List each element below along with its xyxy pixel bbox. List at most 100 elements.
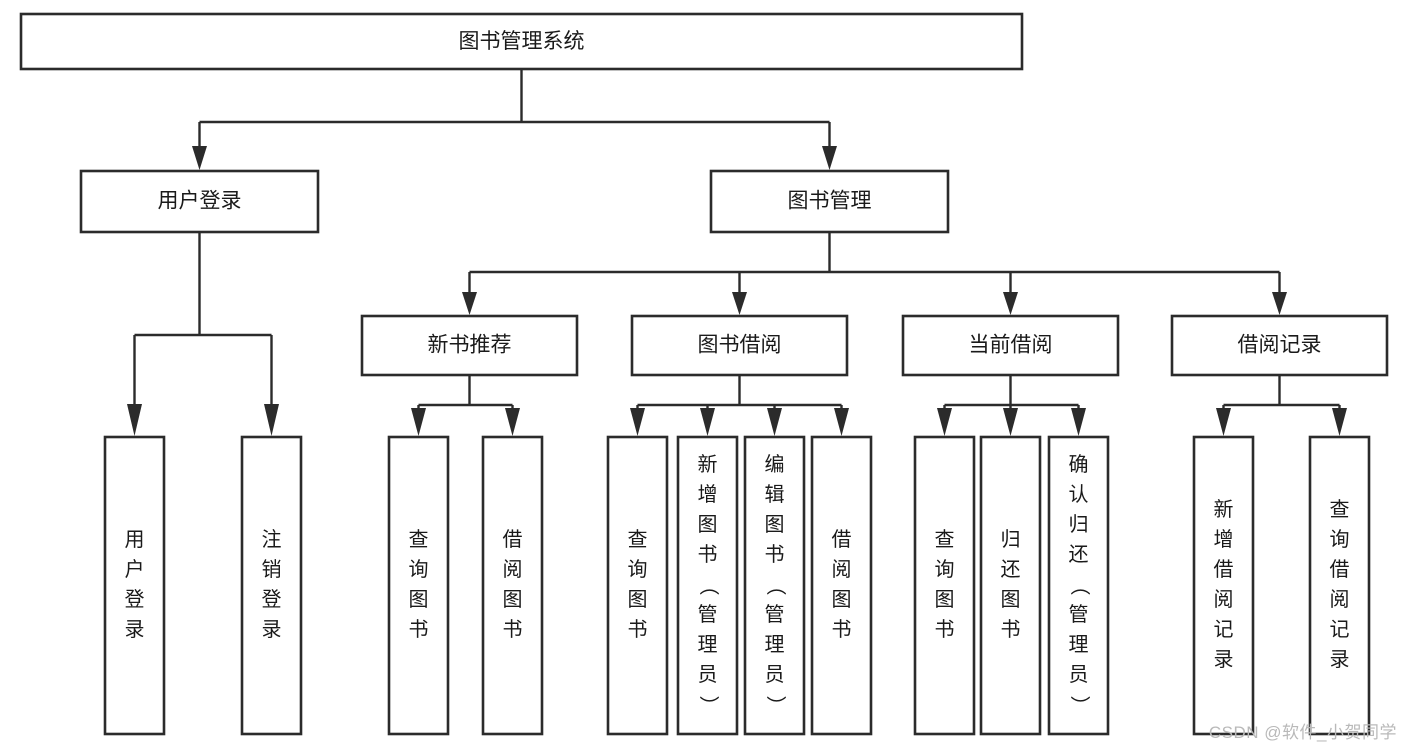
leaf-char: 增 (1214, 528, 1234, 551)
arrow-br-leaf-1 (1216, 408, 1231, 436)
node-leaf-query-book-3[interactable] (913, 435, 976, 736)
node-book-borrow[interactable]: 图书借阅 (630, 314, 849, 377)
leaf-char: 登 (262, 588, 282, 611)
leaf-char: 还 (1069, 543, 1089, 566)
leaf-char: 新 (1214, 498, 1234, 521)
node-leaf-add-record[interactable] (1192, 435, 1255, 736)
leaf-char: 户 (125, 558, 145, 581)
node-leaf-edit-book-box[interactable] (743, 435, 806, 736)
node-leaf-edit-book[interactable] (743, 435, 806, 736)
node-leaf-confirm-return[interactable] (1047, 435, 1110, 736)
csdn-watermark: CSDN @软件_小贺同学 (1208, 723, 1397, 742)
leaf-char: 书 (765, 543, 785, 566)
leaf-char: 书 (628, 618, 648, 641)
arrow-bb-leaf-2 (700, 408, 715, 436)
node-user-login-box[interactable] (79, 169, 320, 234)
arrow-bm-to-new-book-recommend (462, 292, 477, 315)
leaf-char: 查 (628, 528, 648, 551)
node-leaf-add-book-box[interactable] (676, 435, 739, 736)
leaf-char: 查 (1330, 498, 1350, 521)
arrow-bm-to-borrow-record (1272, 292, 1287, 315)
leaf-char: 图 (503, 589, 523, 611)
node-leaf-add-book[interactable] (676, 435, 739, 736)
leaf-char: 记 (1214, 618, 1234, 641)
node-root[interactable]: 图书管理系统 (19, 12, 1024, 71)
node-leaf-return-book[interactable] (979, 435, 1042, 736)
leaf-char: 编 (765, 453, 785, 476)
leaf-char: 询 (935, 558, 955, 581)
node-leaf-query-book-2-box[interactable] (606, 435, 669, 736)
leaf-char: 新 (698, 453, 718, 476)
node-leaf-user-login[interactable] (103, 435, 166, 736)
node-new-book-recommend-box[interactable] (360, 314, 579, 377)
node-leaf-borrow-book-2[interactable] (810, 435, 873, 736)
node-user-login[interactable]: 用户登录 (79, 169, 320, 234)
node-leaf-query-record[interactable] (1308, 435, 1371, 736)
node-leaf-logout-login-box[interactable] (240, 435, 303, 736)
leaf-char: 管 (1069, 603, 1089, 626)
node-leaf-logout-login[interactable] (240, 435, 303, 736)
leaf-char: 图 (765, 514, 785, 536)
connector-layer (127, 69, 1347, 436)
node-current-borrow-box[interactable] (901, 314, 1120, 377)
leaf-char: 认 (1069, 483, 1089, 506)
arrow-cb-leaf-1 (937, 408, 952, 436)
leaf-char: 阅 (1214, 588, 1234, 611)
leaf-char: （ (697, 576, 720, 596)
node-root-box[interactable] (19, 12, 1024, 71)
leaf-char: 录 (125, 619, 145, 641)
leaf-char: 书 (503, 618, 523, 641)
node-book-borrow-label: 图书借阅 (698, 334, 782, 357)
leaf-char: 书 (935, 618, 955, 641)
node-book-management-box[interactable] (709, 169, 950, 234)
node-user-login-label: 用户登录 (158, 190, 242, 213)
arrow-bb-leaf-1 (630, 408, 645, 436)
leaf-char: 还 (1001, 558, 1021, 581)
node-leaf-borrow-book-1[interactable] (481, 435, 544, 736)
node-current-borrow-label: 当前借阅 (969, 334, 1053, 357)
leaf-char: 阅 (1330, 588, 1350, 611)
leaf-char: 借 (503, 528, 523, 551)
arrow-cb-leaf-3 (1071, 408, 1086, 436)
leaf-char: 归 (1001, 528, 1021, 551)
arrow-bb-leaf-3 (767, 408, 782, 436)
node-leaf-query-book-1-box[interactable] (387, 435, 450, 736)
leaf-char: （ (1068, 576, 1091, 596)
node-leaf-borrow-book-1-box[interactable] (481, 435, 544, 736)
leaf-char: 借 (1330, 558, 1350, 581)
node-leaf-query-book-1[interactable] (387, 435, 450, 736)
node-leaf-borrow-book-2-box[interactable] (810, 435, 873, 736)
leaf-char: ） (764, 696, 787, 716)
leaf-char: 员 (765, 664, 785, 686)
leaf-char: 录 (1214, 649, 1234, 671)
leaf-char: 图 (832, 589, 852, 611)
node-current-borrow[interactable]: 当前借阅 (901, 314, 1120, 377)
node-book-management[interactable]: 图书管理 (709, 169, 950, 234)
leaf-char: 记 (1330, 618, 1350, 641)
leaf-char: 查 (409, 528, 429, 551)
leaf-char: 录 (1330, 649, 1350, 671)
node-leaf-query-book-2[interactable] (606, 435, 669, 736)
leaf-char: 登 (125, 588, 145, 611)
node-leaf-query-record-box[interactable] (1308, 435, 1371, 736)
node-new-book-recommend[interactable]: 新书推荐 (360, 314, 579, 377)
node-leaf-add-record-box[interactable] (1192, 435, 1255, 736)
node-borrow-record-box[interactable] (1170, 314, 1389, 377)
node-leaf-confirm-return-box[interactable] (1047, 435, 1110, 736)
node-root-label: 图书管理系统 (459, 30, 585, 53)
node-borrow-record[interactable]: 借阅记录 (1170, 314, 1389, 377)
node-leaf-return-book-box[interactable] (979, 435, 1042, 736)
node-book-borrow-box[interactable] (630, 314, 849, 377)
node-leaf-user-login-box[interactable] (103, 435, 166, 736)
node-leaf-query-book-3-box[interactable] (913, 435, 976, 736)
leaf-char: 书 (698, 543, 718, 566)
leaf-char: 询 (1330, 528, 1350, 551)
node-book-management-label: 图书管理 (788, 190, 872, 213)
